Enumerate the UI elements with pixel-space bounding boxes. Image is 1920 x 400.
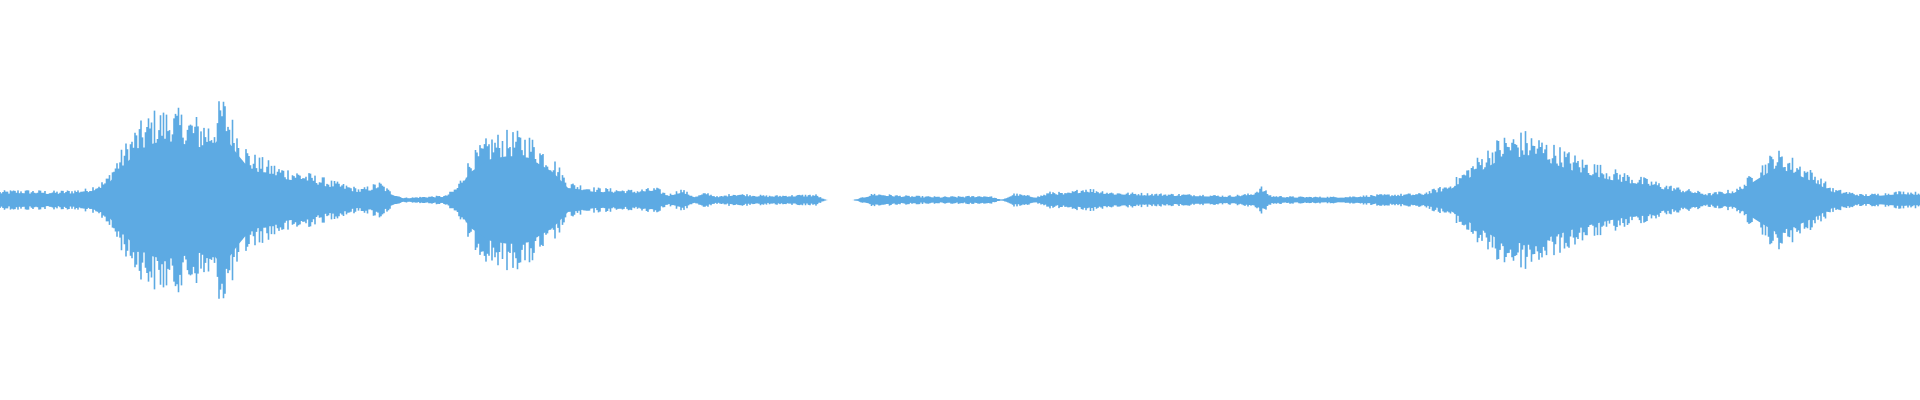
waveform-bars xyxy=(0,101,1920,299)
waveform-core xyxy=(0,134,1920,266)
